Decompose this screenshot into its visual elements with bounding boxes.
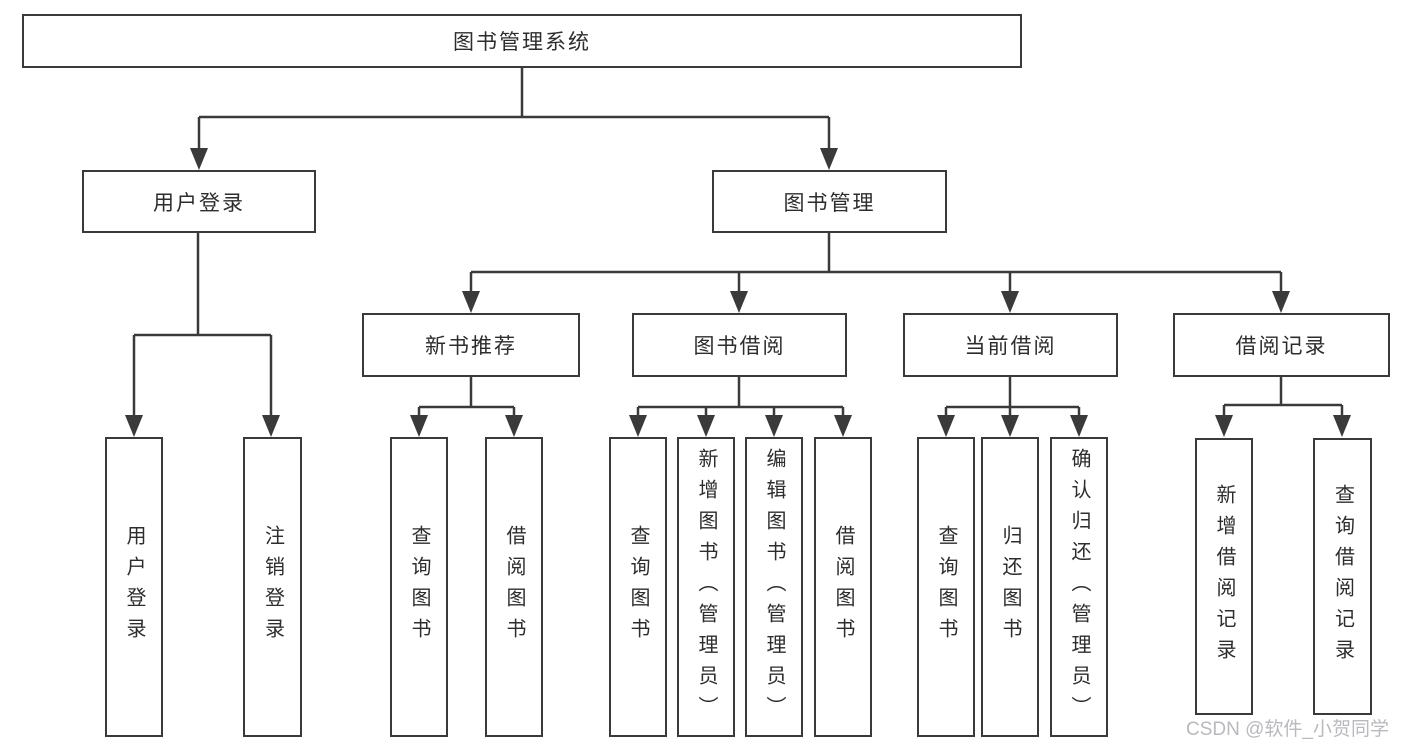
leaf-label: 编辑图书（管理员） [763,447,785,727]
leaf-label: 查询图书 [627,525,649,649]
leaf-query-book-current: 查询图书 [917,437,975,737]
leaf-query-book-recommend: 查询图书 [390,437,448,737]
leaf-add-borrow-record: 新增借阅记录 [1195,438,1253,715]
leaf-label: 新增图书（管理员） [695,447,717,727]
node-label: 用户登录 [153,191,245,215]
node-borrow-records: 借阅记录 [1173,313,1390,377]
arrowheads [125,148,1351,437]
leaf-label: 借阅图书 [503,525,525,649]
leaf-label: 借阅图书 [832,525,854,649]
watermark: CSDN @软件_小贺同学 [1186,719,1389,740]
leaf-query-borrow-record: 查询借阅记录 [1313,438,1372,715]
leaf-label: 确认归还（管理员） [1068,447,1090,727]
leaf-label: 用户登录 [123,525,145,649]
leaf-confirm-return-admin: 确认归还（管理员） [1050,437,1108,737]
node-current-borrow: 当前借阅 [903,313,1118,377]
node-label: 当前借阅 [964,335,1057,358]
leaf-edit-book-admin: 编辑图书（管理员） [745,437,803,737]
leaf-label: 查询图书 [408,525,430,649]
node-book-borrow: 图书借阅 [632,313,847,377]
node-user-login: 用户登录 [82,170,316,233]
node-book-management: 图书管理 [712,170,947,233]
leaf-label: 新增借阅记录 [1213,483,1235,670]
leaf-borrow-book: 借阅图书 [814,437,872,737]
leaf-user-login: 用户登录 [105,437,163,737]
leaf-logout: 注销登录 [243,437,302,737]
node-label: 图书借阅 [693,335,786,358]
leaf-borrow-book-recommend: 借阅图书 [485,437,543,737]
leaf-query-book-borrow: 查询图书 [609,437,667,737]
node-library-management-system: 图书管理系统 [22,14,1022,68]
node-label: 新书推荐 [425,335,517,358]
leaf-label: 注销登录 [261,525,284,649]
leaf-label: 查询图书 [935,525,957,649]
leaf-add-book-admin: 新增图书（管理员） [677,437,735,737]
node-label: 图书管理系统 [453,31,591,54]
node-label: 图书管理 [783,191,876,215]
leaf-label: 查询借阅记录 [1331,483,1354,670]
node-label: 借阅记录 [1235,335,1328,358]
node-new-book-recommend: 新书推荐 [362,313,580,377]
leaf-return-book: 归还图书 [981,437,1039,737]
leaf-label: 归还图书 [999,525,1021,649]
